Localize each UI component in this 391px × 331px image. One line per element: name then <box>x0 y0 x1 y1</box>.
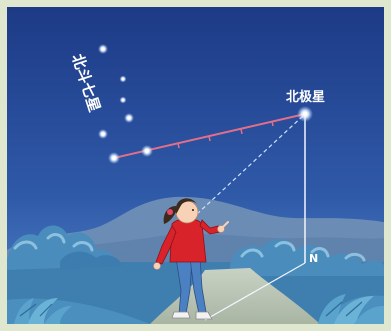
bushes-right <box>230 239 384 276</box>
bushes-left <box>7 225 122 270</box>
label-north: N <box>309 252 318 265</box>
plant-right <box>318 294 384 324</box>
big-dipper-stars <box>98 44 153 164</box>
label-polaris: 北极星 <box>286 89 325 105</box>
path <box>150 268 320 324</box>
pointer-ticks <box>177 120 274 149</box>
sight-line <box>196 113 306 215</box>
ground-line <box>204 262 306 321</box>
girl-figure <box>153 198 229 320</box>
plant-left <box>14 298 72 324</box>
